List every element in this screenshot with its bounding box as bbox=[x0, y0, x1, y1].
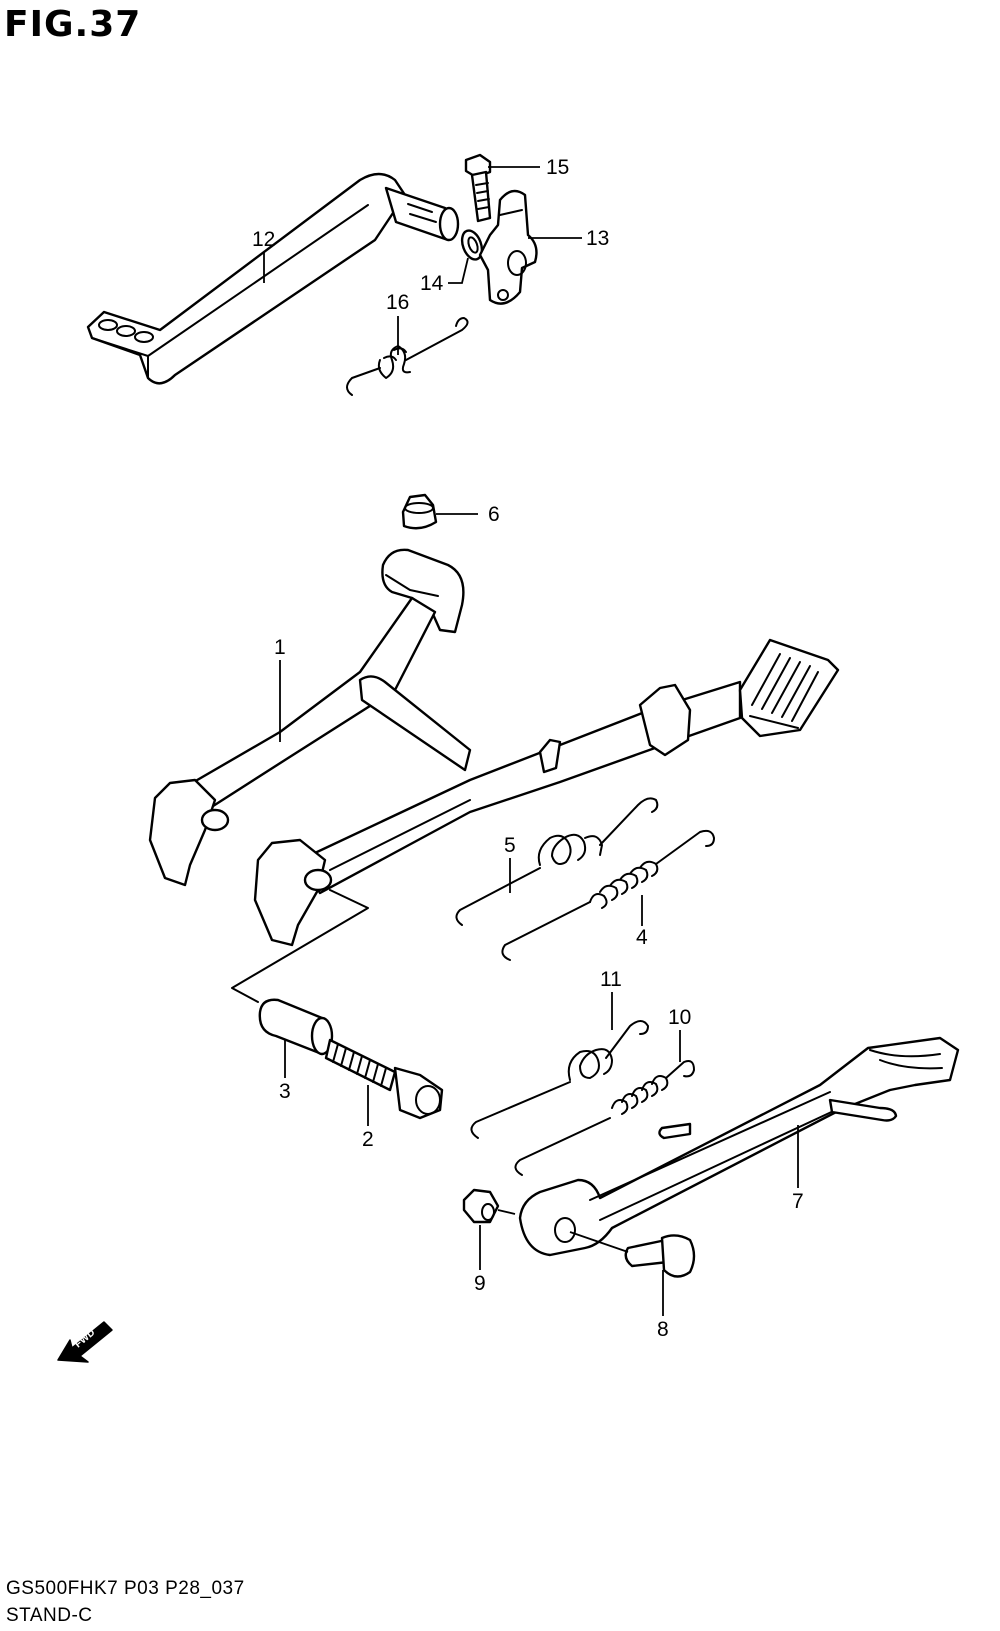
bolt-part-15 bbox=[464, 153, 492, 223]
callout-3: 3 bbox=[279, 1080, 291, 1103]
callout-8: 8 bbox=[657, 1318, 669, 1341]
figure-title: FIG.37 bbox=[4, 4, 142, 45]
fwd-arrow-icon: FWD bbox=[57, 1321, 113, 1363]
figure-name: STAND-C bbox=[6, 1605, 93, 1626]
stand-bolt-part-8 bbox=[624, 1234, 696, 1278]
nut-part-9 bbox=[462, 1188, 500, 1224]
brake-pedal-part-12 bbox=[86, 172, 460, 385]
spring-part-5 bbox=[455, 797, 659, 926]
callout-7: 7 bbox=[792, 1190, 804, 1213]
rubber-cap-part-6 bbox=[401, 493, 438, 530]
spring-part-10 bbox=[514, 1060, 695, 1176]
brake-arm-part-13 bbox=[478, 189, 538, 305]
spring-part-11 bbox=[470, 1020, 649, 1139]
callout-1: 1 bbox=[274, 636, 286, 659]
callout-6: 6 bbox=[488, 503, 500, 526]
spring-part-16 bbox=[346, 317, 469, 396]
pivot-bolt-part-2 bbox=[324, 1038, 444, 1120]
assembly-guide-line bbox=[231, 889, 369, 1003]
callout-16: 16 bbox=[386, 291, 409, 314]
callout-4: 4 bbox=[636, 926, 648, 949]
callout-15: 15 bbox=[546, 156, 569, 179]
callout-11: 11 bbox=[600, 968, 622, 991]
side-stand-part-7 bbox=[518, 1036, 960, 1257]
washer-part-14 bbox=[460, 229, 484, 261]
callout-2: 2 bbox=[362, 1128, 374, 1151]
spacer-part-3 bbox=[258, 998, 334, 1056]
callout-13: 13 bbox=[586, 227, 609, 250]
callout-labels: 15 13 14 12 16 6 1 5 4 11 10 3 2 7 9 8 bbox=[252, 156, 804, 1341]
callout-14: 14 bbox=[420, 272, 444, 295]
leader-lines bbox=[263, 166, 799, 1316]
spring-part-4 bbox=[501, 829, 715, 961]
callout-5: 5 bbox=[504, 834, 516, 857]
callout-9: 9 bbox=[474, 1272, 486, 1295]
callout-12: 12 bbox=[252, 228, 275, 251]
figure-code: GS500FHK7 P03 P28_037 bbox=[6, 1578, 245, 1599]
callout-10: 10 bbox=[668, 1006, 691, 1029]
center-stand-part-1 bbox=[148, 548, 840, 947]
